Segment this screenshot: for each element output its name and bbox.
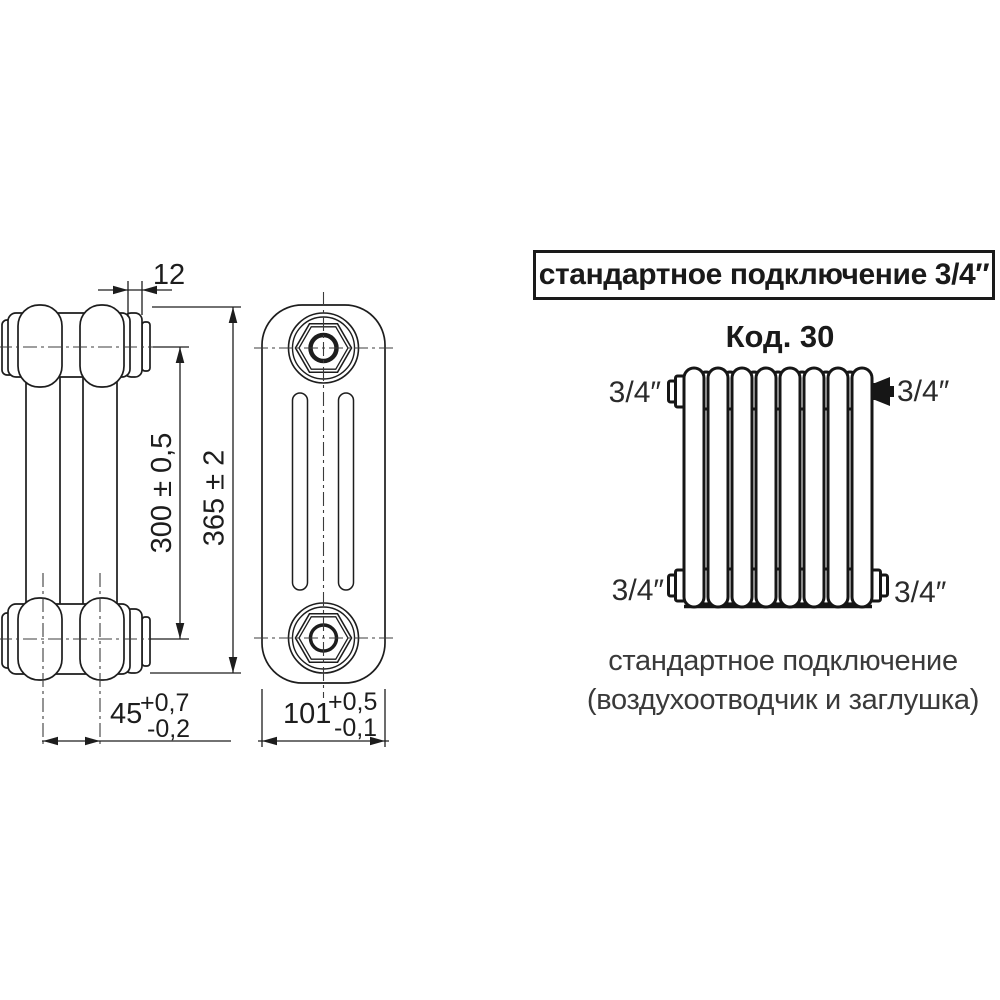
arrowhead — [228, 307, 238, 323]
fitting-size-bottom-left: 3/4″ — [612, 574, 665, 607]
arrowhead — [142, 285, 157, 295]
dim-pitch-label: 12 — [153, 259, 185, 291]
arrowhead — [113, 285, 128, 295]
side-tube — [82, 344, 118, 642]
dimension-depth — [258, 689, 389, 747]
dim-depth-tol-minus: -0,1 — [334, 714, 377, 742]
dimensions — [42, 281, 389, 747]
dimension-column-spacing — [42, 736, 231, 746]
panel-title-box: стандартное подключение 3/4″ — [533, 250, 995, 300]
side-view — [1, 304, 151, 681]
connection-caption: стандартное подключение (воздухоотводчик… — [583, 642, 983, 720]
caption-line-1: стандартное подключение — [608, 645, 958, 677]
connection-illustration: 3/4″ 3/4″ 3/4″ 3/4″ — [609, 366, 950, 609]
arrowhead — [228, 657, 238, 673]
dim-spacing-tol-minus: -0,2 — [147, 715, 190, 743]
code-label: Код. 30 — [725, 319, 835, 354]
dim-depth-tol-plus: +0,5 — [328, 688, 377, 716]
side-top-header — [1, 304, 151, 388]
fitting-size-bottom-right: 3/4″ — [894, 576, 947, 609]
front-groove — [337, 392, 355, 591]
arrowhead — [43, 736, 58, 746]
arrowhead — [175, 623, 185, 639]
dim-height-label: 365 ± 2 — [199, 450, 231, 547]
dim-spacing-label: 45 — [110, 698, 142, 730]
dim-depth-label: 101 — [283, 698, 331, 730]
fitting-air-vent-top-right — [870, 377, 894, 406]
fitting-size-top-left: 3/4″ — [609, 376, 662, 409]
arrowhead — [85, 736, 100, 746]
arrowhead — [370, 736, 385, 746]
dimension-axis-distance — [150, 346, 189, 640]
caption-line-2: (воздухоотводчик и заглушка) — [586, 684, 980, 716]
dim-axis-label: 300 ± 0,5 — [146, 433, 178, 554]
front-groove — [291, 392, 309, 591]
technical-drawing: 12 365 ± 2 300 ± 0,5 45 +0,7 -0,2 101 +0… — [0, 259, 393, 747]
arrowhead — [175, 347, 185, 363]
fitting-size-top-right: 3/4″ — [897, 375, 950, 408]
dimension-pitch — [98, 281, 172, 317]
radiator-tubes — [682, 366, 874, 609]
dimension-height — [150, 306, 241, 674]
side-tube — [25, 344, 61, 642]
center-lines — [0, 292, 393, 747]
dim-spacing-tol-plus: +0,7 — [140, 689, 189, 717]
arrowhead — [262, 736, 277, 746]
panel-title: стандартное подключение 3/4″ — [538, 258, 990, 291]
